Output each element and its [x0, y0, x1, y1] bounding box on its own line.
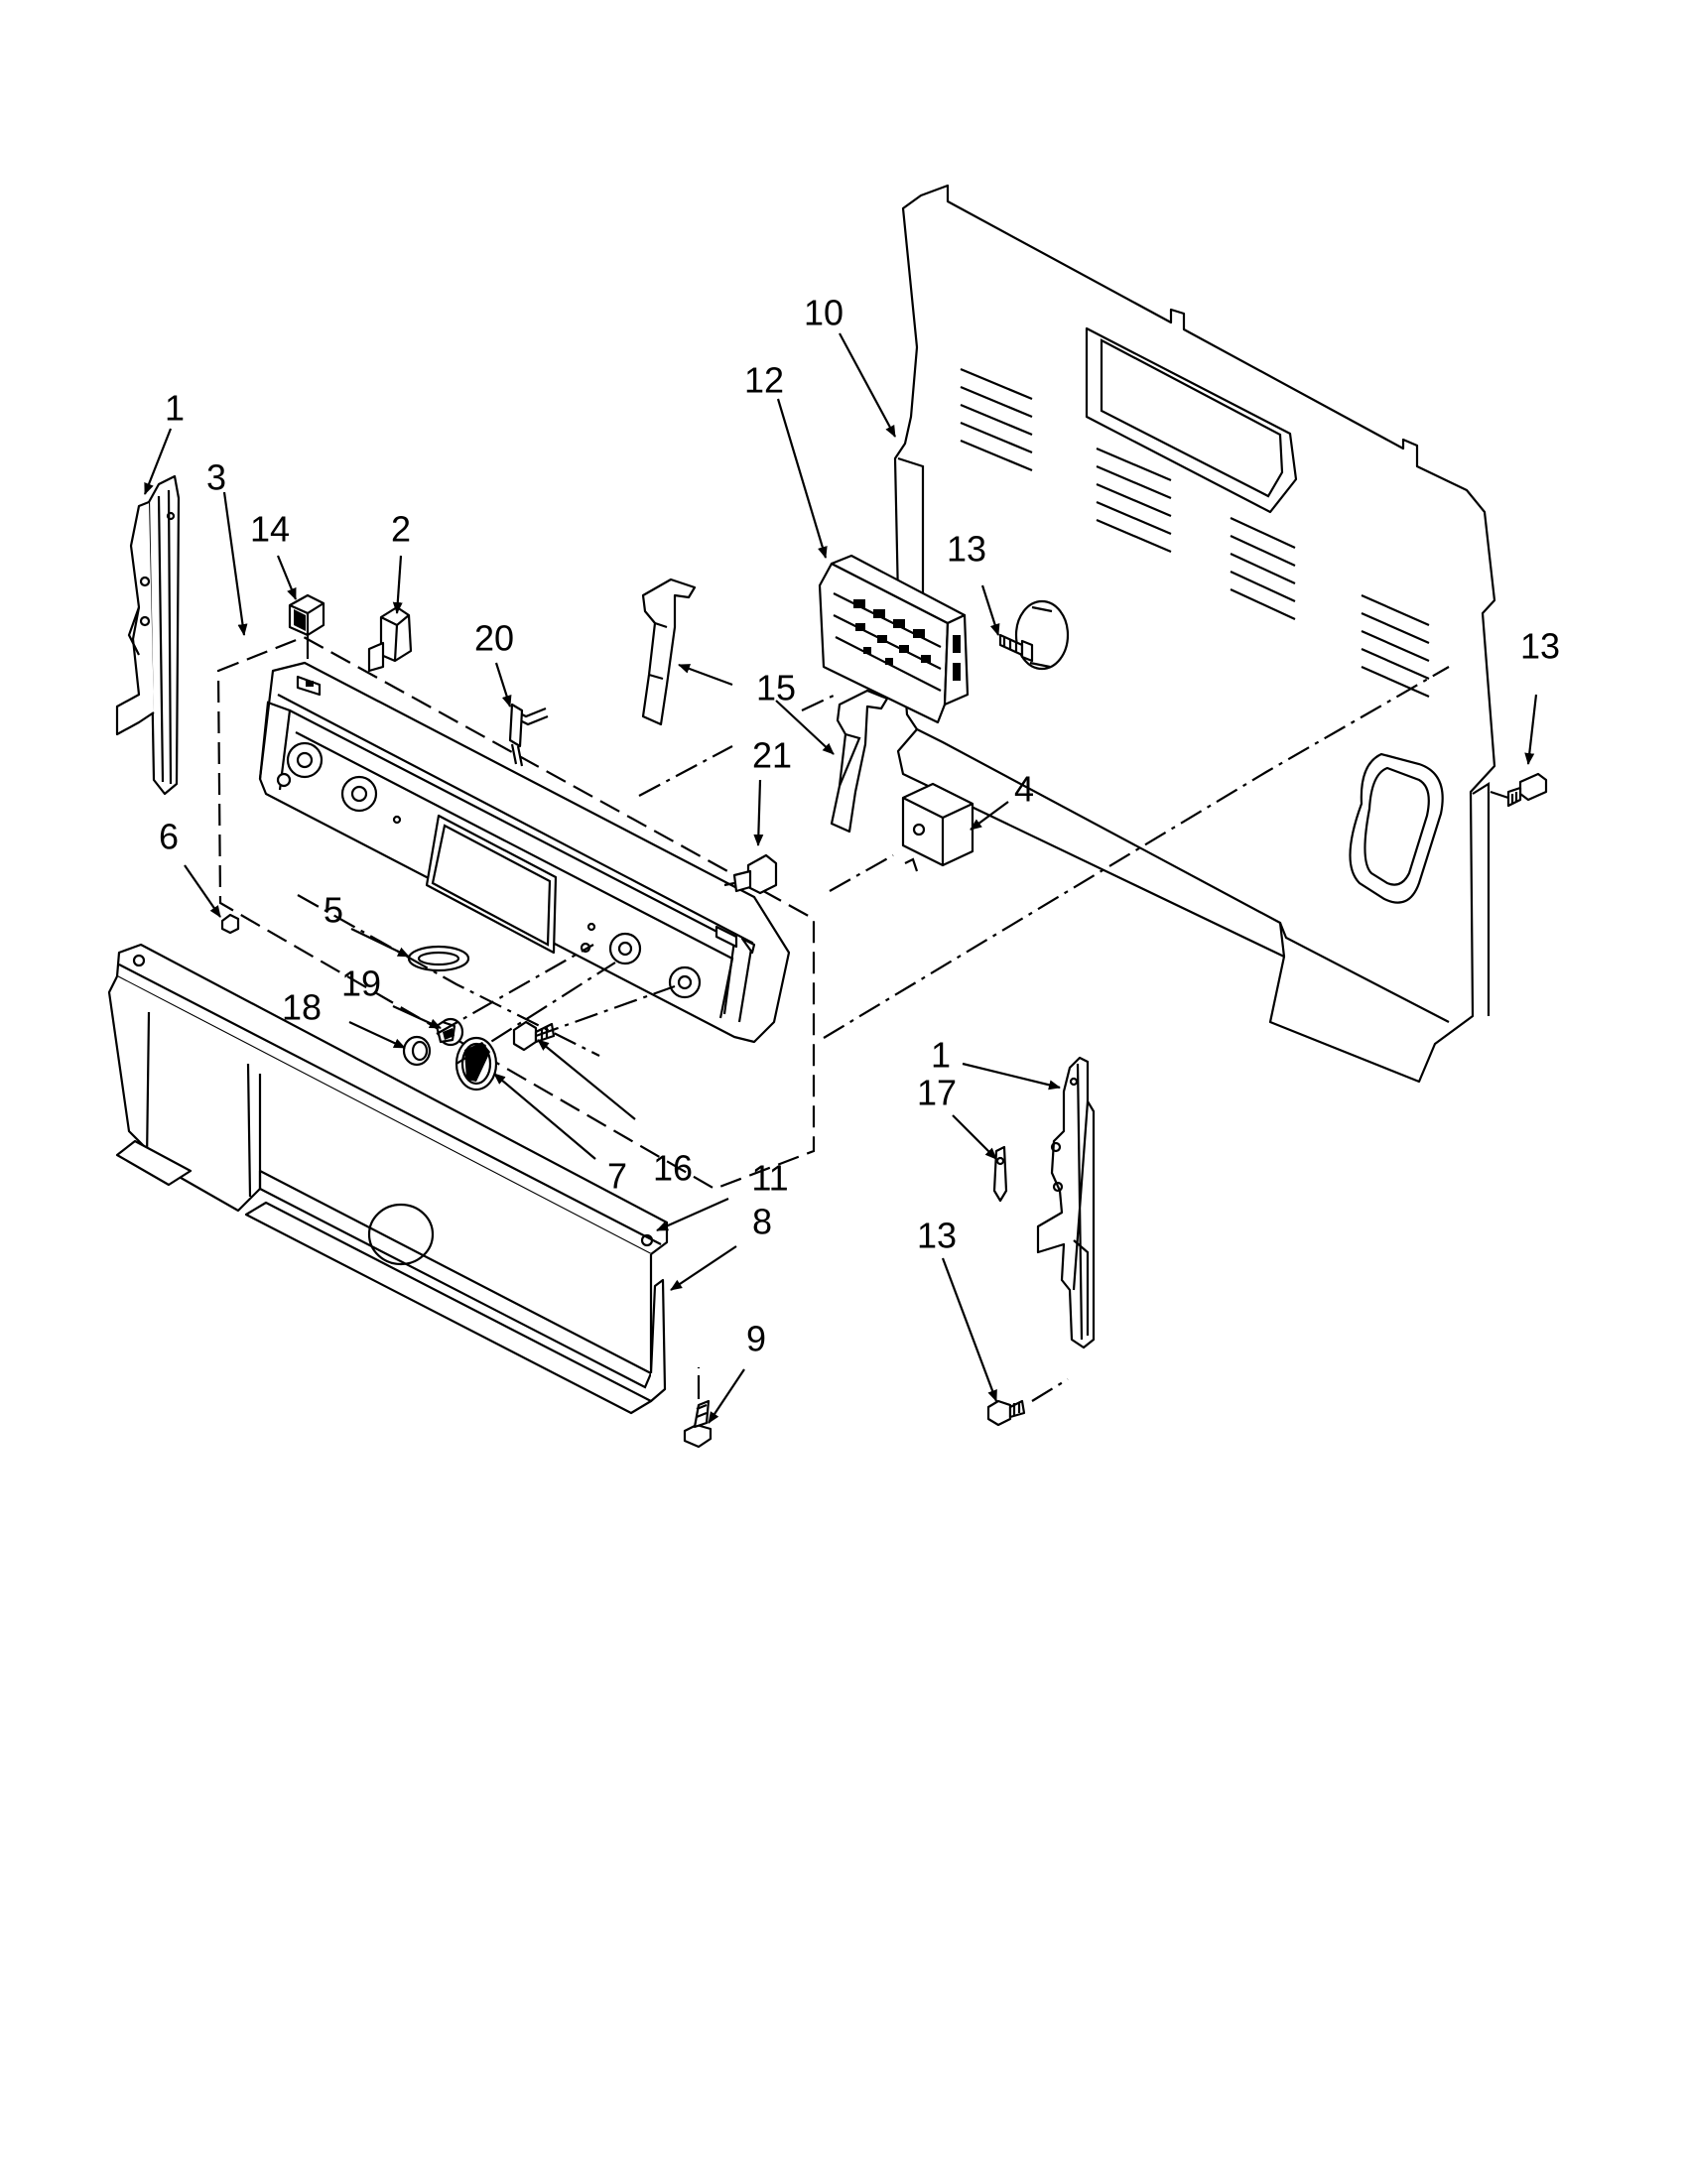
callout-2: 2: [391, 509, 411, 550]
callout-8: 8: [752, 1202, 772, 1242]
callout-9: 9: [746, 1319, 766, 1359]
side-trim-left: [115, 474, 181, 796]
vent-slots-b: [1096, 447, 1172, 554]
callout-1-left: 1: [165, 388, 185, 429]
vent-slots-c: [1230, 517, 1296, 620]
screw-13-right: [1506, 772, 1548, 808]
retainer-clip: [992, 1145, 1008, 1203]
endcap-bracket-upper: [641, 578, 697, 726]
wire-harness: [508, 703, 549, 767]
electronic-control: [818, 554, 970, 724]
callout-6: 6: [159, 817, 179, 857]
callout-4: 4: [1014, 769, 1034, 810]
screw-13-lower: [986, 1399, 1026, 1427]
leader-lines: [143, 332, 1538, 1424]
screw-13-control: [998, 633, 1034, 663]
vent-slots-d: [1361, 593, 1430, 699]
rear-panel-oval-hole: [1349, 752, 1444, 904]
callout-13-lower: 13: [917, 1216, 957, 1256]
callout-19: 19: [341, 964, 381, 1004]
control-panel-knob-holes: [276, 741, 702, 999]
callout-3: 3: [206, 457, 226, 498]
manifold-hole: [367, 1203, 435, 1266]
screw-9: [683, 1399, 713, 1449]
switch: [288, 593, 325, 637]
button: [402, 1035, 432, 1067]
manifold-panel: [107, 943, 669, 1415]
relay-block: [901, 782, 974, 872]
screw-6: [220, 913, 240, 935]
rear-panel: [893, 184, 1496, 1084]
assembly-lines: [297, 635, 1509, 1402]
callout-7: 7: [607, 1156, 627, 1197]
knob-insert: [435, 1017, 464, 1047]
callout-5: 5: [324, 890, 343, 931]
callout-10: 10: [804, 293, 844, 333]
control-panel-display-window: [425, 814, 558, 955]
callout-17: 17: [917, 1073, 957, 1113]
endcap-bracket-lower: [830, 689, 889, 834]
control-panel: [258, 661, 791, 1044]
indicator-part-2: [367, 605, 413, 673]
knob: [454, 1036, 498, 1092]
callout-13-control: 13: [947, 529, 986, 570]
callout-labels: 1 1 2 3 4 5 6 7 8 9 10 11 12 13 13 13 14…: [159, 293, 1560, 1359]
side-trim-right: [1036, 1056, 1096, 1349]
callout-13-right: 13: [1520, 626, 1560, 667]
callout-15: 15: [756, 668, 796, 708]
callout-11: 11: [751, 1158, 788, 1199]
badge: [407, 945, 470, 972]
callout-16: 16: [653, 1148, 693, 1189]
sensor-part-21: [723, 853, 778, 895]
screw-16: [512, 1020, 556, 1052]
control-panel-envelope: [216, 635, 816, 1191]
callout-1-right: 1: [931, 1035, 951, 1076]
callout-21: 21: [752, 735, 792, 776]
callout-18: 18: [282, 987, 322, 1028]
callout-20: 20: [474, 618, 514, 659]
vent-slots-a: [960, 367, 1033, 472]
callout-12: 12: [744, 360, 784, 401]
callout-14: 14: [250, 509, 290, 550]
